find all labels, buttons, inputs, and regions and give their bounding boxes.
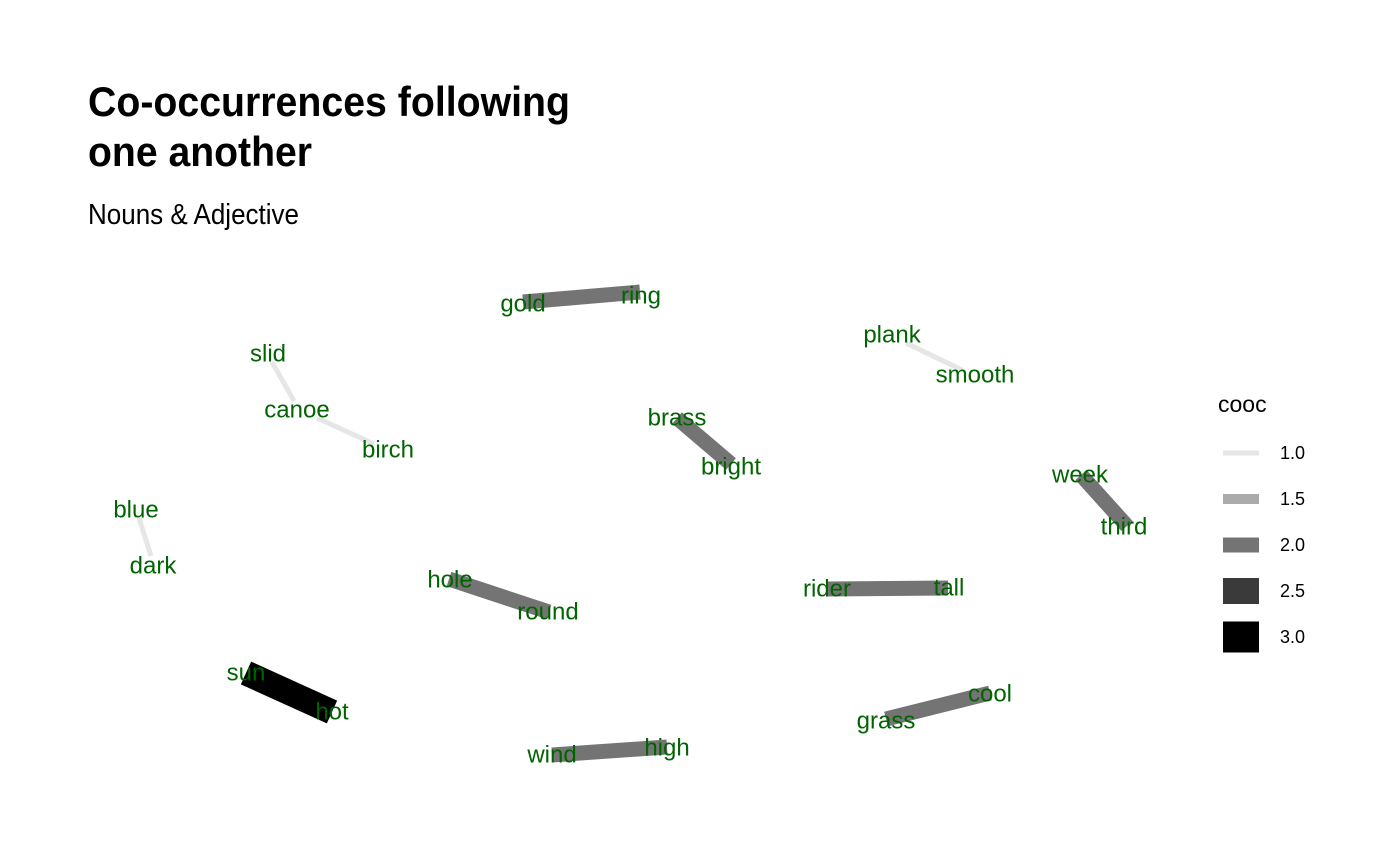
node-label-ring: ring xyxy=(621,283,661,310)
chart-subtitle: Nouns & Adjective xyxy=(88,199,299,231)
node-label-gold: gold xyxy=(500,291,545,318)
node-label-round: round xyxy=(517,599,578,626)
node-label-tall: tall xyxy=(934,575,965,602)
node-label-rider: rider xyxy=(803,576,851,603)
node-label-bright: bright xyxy=(701,454,761,481)
node-label-brass: brass xyxy=(648,405,707,432)
edge-sun-hot xyxy=(240,661,338,724)
chart-title-line-1: Co-occurrences following xyxy=(88,78,570,125)
legend-label-3.0: 3.0 xyxy=(1280,627,1305,647)
node-label-cool: cool xyxy=(968,681,1012,708)
legend-title: cooc xyxy=(1218,391,1267,417)
edge-week-third xyxy=(1075,469,1133,532)
node-label-high: high xyxy=(644,735,689,762)
edge-rider-tall xyxy=(826,580,949,597)
node-label-hole: hole xyxy=(427,567,472,594)
edge-grass-cool xyxy=(884,685,992,727)
node-label-week: week xyxy=(1051,462,1109,489)
edge-blue-dark xyxy=(136,517,154,557)
node-label-canoe: canoe xyxy=(264,397,329,424)
node-label-third: third xyxy=(1101,514,1148,541)
legend-label-2.5: 2.5 xyxy=(1280,581,1305,601)
node-label-wind: wind xyxy=(526,742,576,769)
edge-wind-high xyxy=(551,739,668,763)
node-label-blue: blue xyxy=(113,497,158,524)
legend-label-1.5: 1.5 xyxy=(1280,489,1305,509)
node-label-hot: hot xyxy=(315,699,349,726)
legend-label-1.0: 1.0 xyxy=(1280,443,1305,463)
node-label-plank: plank xyxy=(863,322,921,349)
edge-slid-canoe xyxy=(269,360,297,403)
title-group: Co-occurrences following one another Nou… xyxy=(88,78,570,231)
chart-title-line-2: one another xyxy=(88,128,312,175)
edge-hole-round xyxy=(446,571,552,620)
node-label-slid: slid xyxy=(250,341,286,368)
node-label-dark: dark xyxy=(130,553,178,580)
edge-plank-smooth xyxy=(904,340,964,373)
edge-gold-ring xyxy=(522,284,641,310)
legend: cooc 1.0 1.5 2.0 2.5 3.0 xyxy=(1218,391,1305,653)
node-label-sun: sun xyxy=(227,660,266,687)
node-label-grass: grass xyxy=(857,708,916,735)
node-labels-layer: gold ring plank smooth slid canoe birch brass br… xyxy=(113,283,1147,769)
node-label-birch: birch xyxy=(362,437,414,464)
node-label-smooth: smooth xyxy=(936,362,1015,389)
legend-label-2.0: 2.0 xyxy=(1280,535,1305,555)
edges-layer xyxy=(136,284,1133,763)
edge-canoe-birch xyxy=(315,415,376,447)
edge-brass-bright xyxy=(672,412,736,470)
